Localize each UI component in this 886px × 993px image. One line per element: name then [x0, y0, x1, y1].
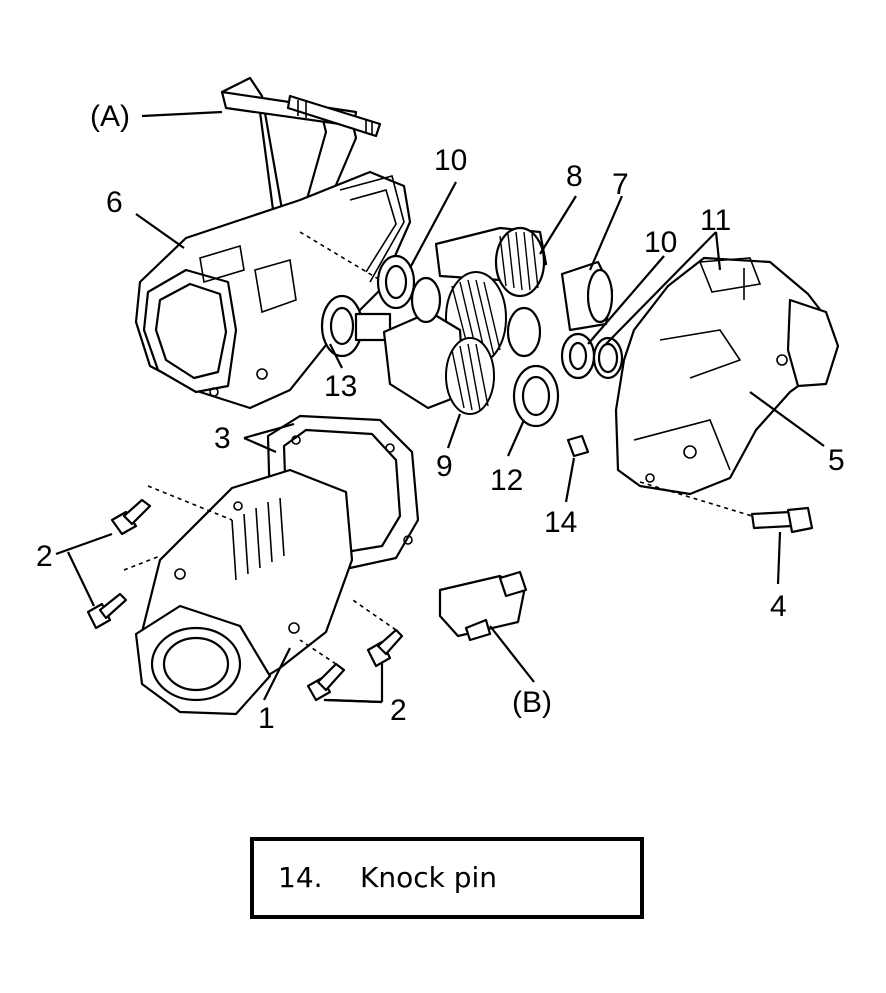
bearing-7	[560, 260, 614, 332]
bearing-10-right	[560, 332, 596, 380]
exploded-transfer-diagram: (A) 6 10 8 7 11 10 13 3 9 12 5 14 2 4 (B…	[36, 76, 845, 735]
bolt-4	[750, 506, 814, 534]
knock-pin-14	[566, 434, 590, 458]
callout-14: 14	[544, 506, 577, 539]
callout-1: 1	[258, 702, 275, 735]
front-case-6	[134, 170, 412, 410]
callout-3: 3	[214, 422, 231, 455]
circlip-11	[592, 336, 624, 380]
callout-tool-b: (B)	[512, 686, 552, 719]
special-tool-b	[438, 570, 528, 642]
callout-6: 6	[106, 186, 123, 219]
legend-number: 14.	[278, 861, 323, 894]
bearing-13	[320, 294, 392, 358]
callout-10-right: 10	[644, 226, 677, 259]
gear-assembly-8-9	[382, 226, 548, 415]
callout-5: 5	[828, 444, 845, 477]
callout-4: 4	[770, 590, 787, 623]
bolt-2-lower-left	[86, 592, 128, 630]
callout-7: 7	[612, 168, 629, 201]
extension-housing-1	[134, 468, 354, 716]
bolt-2-lower-right-b	[366, 628, 404, 668]
callout-10-left: 10	[434, 144, 467, 177]
bearing-12	[512, 364, 560, 428]
callout-13: 13	[324, 370, 357, 403]
callout-12: 12	[490, 464, 523, 497]
bolt-2-lower-right-a	[306, 662, 346, 702]
leader-lines	[55, 110, 825, 704]
bolt-2-upper-left	[110, 498, 152, 536]
legend-text: Knock pin	[360, 861, 498, 894]
callout-2-left: 2	[36, 540, 53, 573]
legend-box: 14. Knock pin	[250, 837, 644, 919]
callout-2-right: 2	[390, 694, 407, 727]
rear-case-5	[614, 256, 840, 496]
callout-11: 11	[700, 204, 731, 237]
callout-8: 8	[566, 160, 583, 193]
bearing-10-left	[376, 254, 416, 310]
callout-9: 9	[436, 450, 453, 483]
callout-tool-a: (A)	[90, 100, 130, 133]
